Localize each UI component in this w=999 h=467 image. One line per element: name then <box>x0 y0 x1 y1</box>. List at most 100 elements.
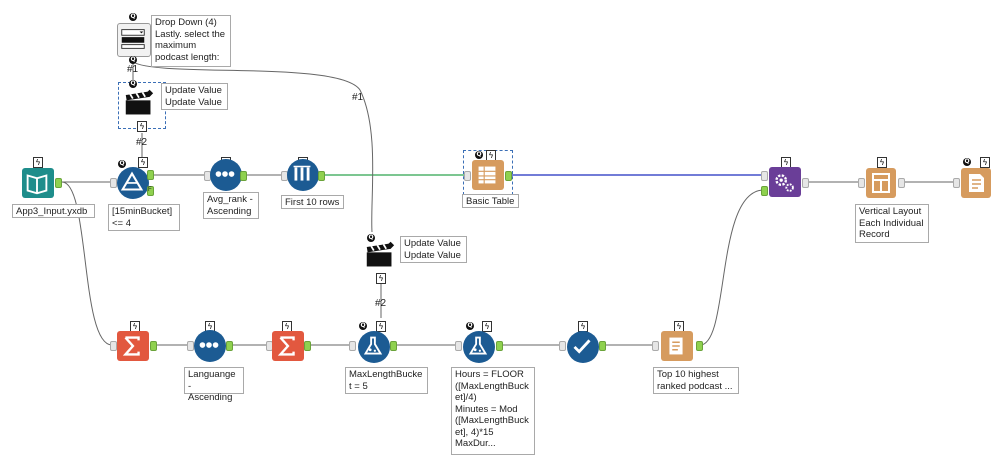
sample-label: First 10 rows <box>285 197 340 208</box>
checkmark-icon[interactable] <box>567 331 599 363</box>
sort-bottom-annotation: Languange - Ascending <box>184 367 244 403</box>
sort-bottom-line2: Ascending <box>188 392 233 403</box>
layout-line1: Vertical Layout <box>859 206 922 217</box>
bolt-anchor[interactable]: ϟ <box>376 273 386 284</box>
table-label: Basic Table <box>466 196 515 207</box>
bolt-anchor[interactable]: ϟ <box>482 321 492 332</box>
book-icon[interactable] <box>22 168 54 198</box>
dropdown-tool-icon[interactable] <box>117 23 151 57</box>
q-indicator: Q <box>359 322 367 330</box>
sample-annotation: First 10 rows <box>281 195 344 209</box>
input-anchor[interactable] <box>455 341 462 351</box>
false-anchor[interactable] <box>147 186 154 196</box>
q-indicator: Q <box>129 13 137 21</box>
sort-top-line2: Ascending <box>207 205 252 217</box>
formula2-line6: et], 4)*15 <box>455 426 494 438</box>
input-anchor[interactable] <box>110 341 117 351</box>
output-anchor[interactable] <box>390 341 397 351</box>
dropdown-line3: podcast length: <box>155 51 220 63</box>
layout-line3: Record <box>859 229 890 240</box>
table-icon[interactable] <box>472 160 504 190</box>
dots-sort-icon[interactable] <box>194 330 226 362</box>
formula2-line2: ([MaxLengthBuck <box>455 380 529 392</box>
report-text-line1: Top 10 highest <box>657 369 719 380</box>
output-anchor[interactable] <box>304 341 311 351</box>
input-anchor-2[interactable] <box>761 186 768 196</box>
bolt-anchor[interactable]: ϟ <box>980 157 990 168</box>
update-mid-line1: Update Value <box>404 238 461 249</box>
input-anchor[interactable] <box>953 178 960 188</box>
output-anchor[interactable] <box>599 341 606 351</box>
input-anchor[interactable] <box>464 171 471 181</box>
report-text-line2: ranked podcast ... <box>657 380 733 392</box>
sample-bars-icon[interactable] <box>287 159 319 191</box>
output-anchor[interactable] <box>496 341 503 351</box>
formula1-line2: t = 5 <box>349 380 368 392</box>
gears-icon[interactable] <box>769 167 801 197</box>
input-anchor[interactable] <box>349 341 356 351</box>
flask-icon[interactable] <box>463 331 495 363</box>
wire-input-summarize[interactable] <box>61 181 113 346</box>
output-anchor[interactable] <box>226 341 233 351</box>
input-anchor[interactable] <box>187 341 194 351</box>
formula2-line4: Minutes = Mod <box>455 403 518 415</box>
q-indicator: Q <box>963 158 971 166</box>
flask-icon[interactable] <box>358 331 390 363</box>
report-text-annotation: Top 10 highest ranked podcast ... <box>653 367 739 394</box>
output-anchor[interactable] <box>505 171 512 181</box>
layout-annotation: Vertical Layout Each Individual Record <box>855 204 929 243</box>
q-indicator: Q <box>118 160 126 168</box>
output-anchor[interactable] <box>240 171 247 181</box>
filter-annotation: [15minBucket] <= 4 <box>108 204 180 231</box>
filter-line2: <= 4 <box>112 217 132 229</box>
dots-sort-icon[interactable] <box>210 159 242 191</box>
output-anchor[interactable] <box>696 341 703 351</box>
output-anchor[interactable] <box>898 178 905 188</box>
formula2-line3: et]/4) <box>455 392 477 403</box>
wire-report-render[interactable] <box>699 189 764 346</box>
update-mid-line2: Update Value <box>404 249 461 261</box>
q-indicator: Q <box>466 322 474 330</box>
sort-bottom-line1: Languange - <box>188 369 236 392</box>
bolt-anchor[interactable]: ϟ <box>138 157 148 168</box>
false-anchor-label: F <box>148 187 152 193</box>
true-anchor[interactable] <box>147 170 154 180</box>
input-anchor[interactable] <box>761 171 768 181</box>
dropdown-line2: maximum <box>155 40 197 51</box>
connection-label: #1 <box>352 92 364 103</box>
dropdown-annotation: Drop Down (4) Lastly. select the maximum… <box>151 15 231 67</box>
layout-icon[interactable] <box>866 168 896 198</box>
dropdown-title: Drop Down (4) <box>155 17 217 28</box>
bolt-anchor[interactable]: ϟ <box>877 157 887 168</box>
document-icon[interactable] <box>961 168 991 198</box>
triangle-filter-icon[interactable] <box>117 167 149 199</box>
formula2-line1: Hours = FLOOR <box>455 369 524 380</box>
table-annotation: Basic Table <box>462 194 519 208</box>
output-anchor[interactable] <box>802 178 809 188</box>
input-anchor[interactable] <box>110 178 117 188</box>
wire-dropdown-update-mid[interactable] <box>132 61 374 233</box>
connection-label: #1 <box>127 64 139 75</box>
q-indicator: Q <box>129 56 137 64</box>
input-anchor[interactable] <box>559 341 566 351</box>
bolt-anchor[interactable]: ϟ <box>33 157 43 168</box>
dropdown-line1: Lastly. select the <box>155 28 226 40</box>
output-anchor[interactable] <box>318 171 325 181</box>
update-top-line1: Update Value <box>165 85 222 96</box>
report-text-icon[interactable] <box>661 331 693 361</box>
clapperboard-icon[interactable] <box>124 88 158 118</box>
formula1-line1: MaxLengthBucke <box>349 369 423 380</box>
clapperboard-icon[interactable] <box>365 240 399 270</box>
bolt-anchor[interactable]: ϟ <box>137 121 147 132</box>
sort-top-line1: Avg_rank - <box>207 194 253 205</box>
input-anchor[interactable] <box>858 178 865 188</box>
output-anchor[interactable] <box>150 341 157 351</box>
sigma-icon[interactable] <box>272 331 304 361</box>
update-top-line2: Update Value <box>165 96 222 108</box>
input-anchor[interactable] <box>652 341 659 351</box>
update-top-annotation: Update Value Update Value <box>161 83 228 110</box>
output-anchor[interactable] <box>55 178 62 188</box>
sigma-icon[interactable] <box>117 331 149 361</box>
bolt-anchor[interactable]: ϟ <box>376 321 386 332</box>
